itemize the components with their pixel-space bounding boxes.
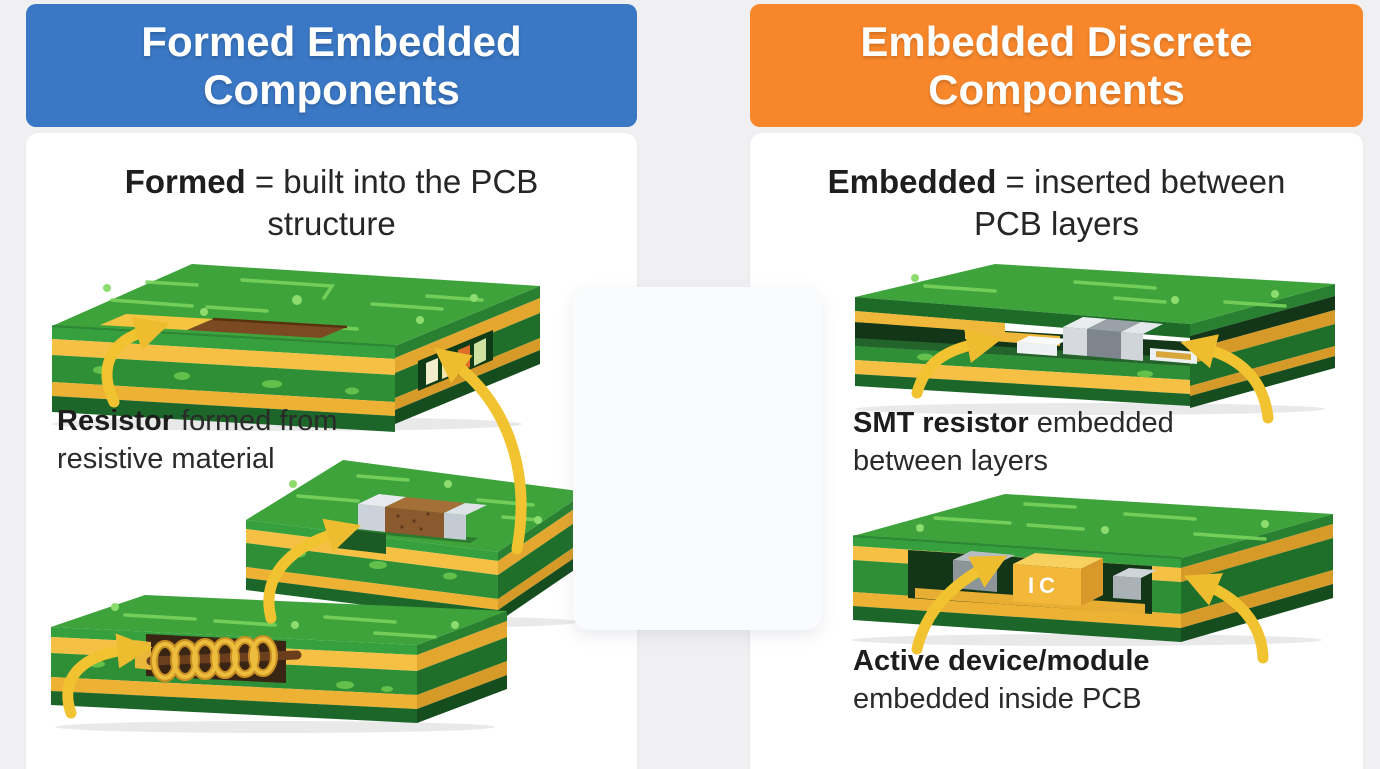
- left-subtitle-definition: = built into the PCB structure: [245, 163, 539, 242]
- right-subtitle-term: Embedded: [827, 163, 997, 200]
- right-panel-header: Embedded Discrete Components: [750, 4, 1363, 127]
- embedded-coil: [150, 635, 278, 682]
- caption-formed-resistor: Resistor formed from resistive material: [57, 405, 338, 476]
- pcb-smt-between-layers-illustration: [855, 264, 1335, 415]
- pcb-embedded-coil-illustration: [51, 595, 507, 733]
- right-subtitle-definition: = inserted between PCB layers: [973, 163, 1286, 242]
- solder-dots: [911, 274, 1279, 304]
- pcb-embedded-ic-illustration: IC: [852, 494, 1333, 646]
- left-panel-subtitle: Formed = built into the PCB structure: [26, 161, 637, 244]
- pcb-top-surface: [853, 494, 1333, 558]
- right-panel-title: Embedded Discrete Components: [860, 18, 1253, 113]
- ic-chip: IC: [1013, 553, 1103, 606]
- copper-traces: [923, 280, 1287, 308]
- left-panel-title: Formed Embedded Components: [141, 18, 522, 113]
- right-panel-subtitle: Embedded = inserted between PCB layers: [750, 161, 1363, 244]
- copper-traces: [933, 502, 1267, 541]
- lifted-top-layer: [855, 264, 1335, 324]
- left-subtitle-term: Formed: [124, 163, 246, 200]
- solder-dots: [916, 520, 1269, 534]
- small-component-cube: [1113, 568, 1157, 600]
- formed-resistor-film: [187, 319, 347, 338]
- ic-chip-label: IC: [1028, 573, 1060, 598]
- left-panel-header: Formed Embedded Components: [26, 4, 637, 127]
- caption-active-device: Active device/module embedded inside PCB: [853, 645, 1150, 716]
- caption-smt-resistor: SMT resistor embedded between layers: [853, 407, 1174, 478]
- inner-gold-layer-step: [855, 311, 1060, 346]
- solder-dots: [103, 284, 478, 324]
- center-divider-card: [573, 287, 822, 630]
